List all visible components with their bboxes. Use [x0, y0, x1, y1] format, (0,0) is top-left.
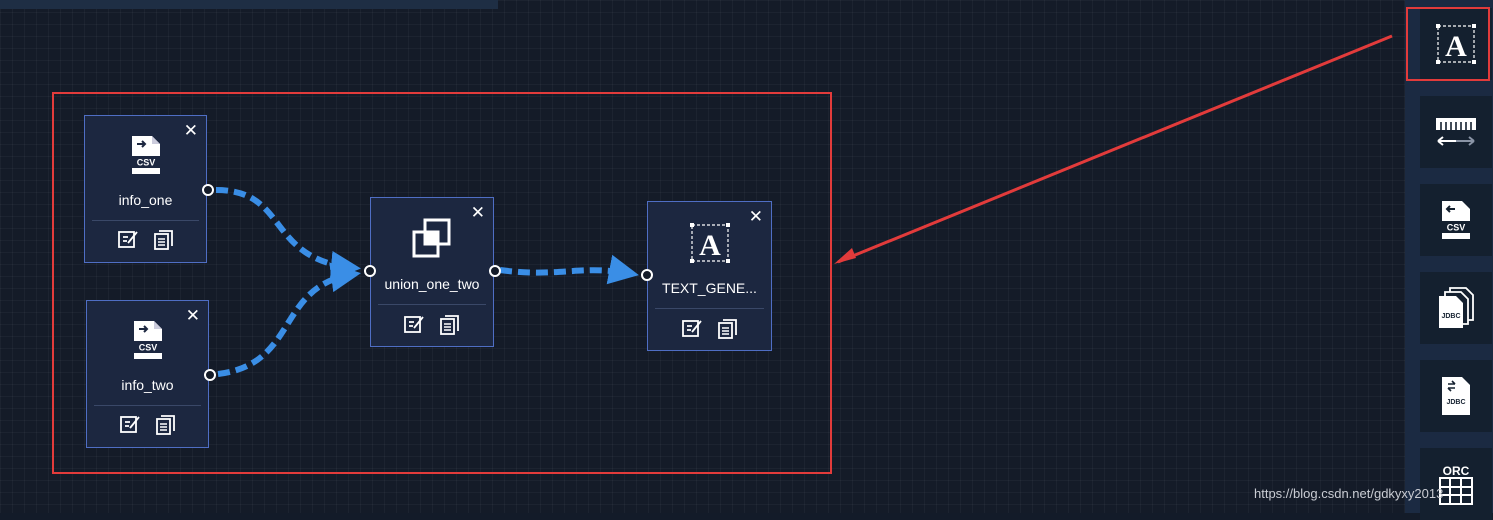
tool-text-generator[interactable]: A: [1420, 8, 1492, 80]
edit-icon[interactable]: [681, 317, 703, 344]
node-label: union_one_two: [384, 276, 480, 292]
node-label: info_two: [121, 377, 174, 393]
node-union[interactable]: ✕ union_one_two: [364, 197, 501, 347]
divider: [655, 308, 764, 309]
jdbc-badge-text: JDBC: [1446, 399, 1465, 406]
ruler-icon: [1436, 118, 1476, 146]
orc-icon: ORC: [1439, 464, 1473, 505]
input-port[interactable]: [641, 269, 653, 281]
csv-badge-text: CSV: [1447, 223, 1466, 233]
tool-orc[interactable]: ORC: [1420, 448, 1492, 520]
component-toolbox: A CSV JDBC JDBC: [1405, 0, 1493, 520]
divider: [94, 405, 201, 406]
jdbc-multi-icon: JDBC: [1439, 287, 1474, 328]
copy-icon[interactable]: [717, 317, 739, 344]
output-port[interactable]: [204, 369, 216, 381]
link-union-to-text-gen[interactable]: [499, 254, 639, 285]
node-label: TEXT_GENE...: [662, 280, 757, 296]
tool-jdbc-multi[interactable]: JDBC: [1420, 272, 1492, 344]
csv-badge-text: CSV: [136, 158, 155, 168]
link-info-one-to-union[interactable]: [215, 187, 361, 281]
annotation-arrow: [837, 34, 1393, 264]
node-info-one[interactable]: ✕ CSV info_one: [84, 115, 214, 263]
csv-input-icon: CSV: [85, 134, 206, 178]
edit-icon[interactable]: [117, 228, 139, 255]
csv-output-icon: CSV: [1442, 201, 1470, 239]
top-bar: [0, 0, 498, 9]
node-info-two[interactable]: ✕ CSV info_two: [86, 300, 216, 448]
text-generator-icon: A: [1436, 24, 1476, 64]
annotation-arrowhead: [834, 248, 856, 264]
copy-icon[interactable]: [153, 228, 175, 255]
output-port[interactable]: [202, 184, 214, 196]
orc-badge-text: ORC: [1443, 464, 1470, 478]
node-text-generator[interactable]: ✕ A TEXT_GENE...: [641, 201, 772, 351]
csv-input-icon: CSV: [87, 319, 208, 363]
jdbc-badge-text: JDBC: [1441, 313, 1460, 320]
output-port[interactable]: [489, 265, 501, 277]
svg-text:A: A: [1445, 30, 1467, 63]
edit-icon[interactable]: [403, 313, 425, 340]
node-label: info_one: [118, 192, 173, 208]
watermark: https://blog.csdn.net/gdkyxy2013: [1254, 486, 1444, 501]
links-layer: [215, 34, 1393, 377]
input-port[interactable]: [364, 265, 376, 277]
link-info-two-to-union[interactable]: [217, 262, 361, 377]
divider: [378, 304, 486, 305]
csv-badge-text: CSV: [138, 343, 157, 353]
copy-icon[interactable]: [155, 413, 177, 440]
union-icon: [371, 218, 493, 262]
close-icon[interactable]: ✕: [183, 121, 198, 140]
tool-highlight-box: [1406, 7, 1490, 81]
close-icon[interactable]: ✕: [748, 207, 763, 226]
copy-icon[interactable]: [439, 313, 461, 340]
tool-ruler[interactable]: [1420, 96, 1492, 168]
svg-text:A: A: [699, 229, 721, 262]
close-icon[interactable]: ✕: [470, 203, 485, 222]
tool-csv-output[interactable]: CSV: [1420, 184, 1492, 256]
jdbc-icon: JDBC: [1442, 377, 1470, 415]
close-icon[interactable]: ✕: [185, 306, 200, 325]
text-generator-icon: A: [648, 222, 771, 266]
edit-icon[interactable]: [119, 413, 141, 440]
tool-jdbc[interactable]: JDBC: [1420, 360, 1492, 432]
workflow-canvas[interactable]: ✕ CSV info_one ✕: [0, 0, 1405, 513]
divider: [92, 220, 199, 221]
